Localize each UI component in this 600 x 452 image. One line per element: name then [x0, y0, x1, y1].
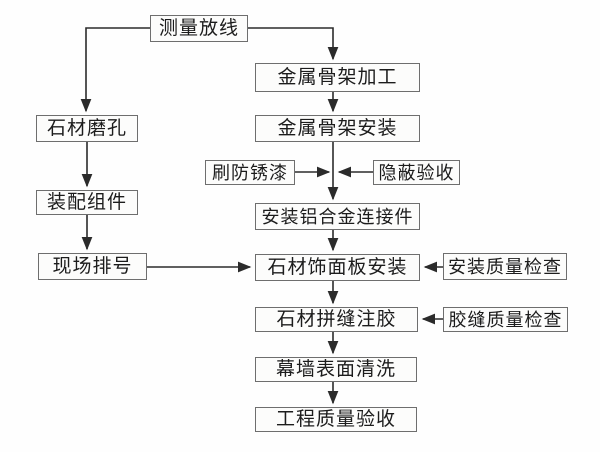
node-stone-drilling: 石材磨孔 [36, 115, 138, 142]
node-frame-fabrication: 金属骨架加工 [255, 63, 420, 92]
node-concealed-acceptance: 隐蔽验收 [373, 160, 460, 185]
node-site-numbering: 现场排号 [38, 253, 147, 280]
node-antirust-paint: 刷防锈漆 [205, 160, 295, 185]
connector-measure-to-fabrication [248, 27, 339, 61]
node-measure-layout: 测量放线 [150, 15, 248, 42]
node-stone-panel-install: 石材饰面板安装 [255, 254, 420, 281]
node-curtain-wall-cleaning: 幕墙表面清洗 [255, 357, 417, 382]
node-glue-joint-quality-check: 胶缝质量检查 [443, 307, 568, 332]
connector-measure-to-drilling [80, 27, 150, 113]
node-aluminum-connectors: 安装铝合金连接件 [255, 203, 420, 230]
node-frame-installation: 金属骨架安装 [255, 115, 420, 142]
node-project-quality-acceptance: 工程质量验收 [255, 407, 417, 432]
node-install-quality-check: 安装质量检查 [443, 253, 567, 280]
node-assemble-components: 装配组件 [36, 190, 138, 215]
node-joint-glue-injection: 石材拼缝注胶 [255, 307, 418, 332]
